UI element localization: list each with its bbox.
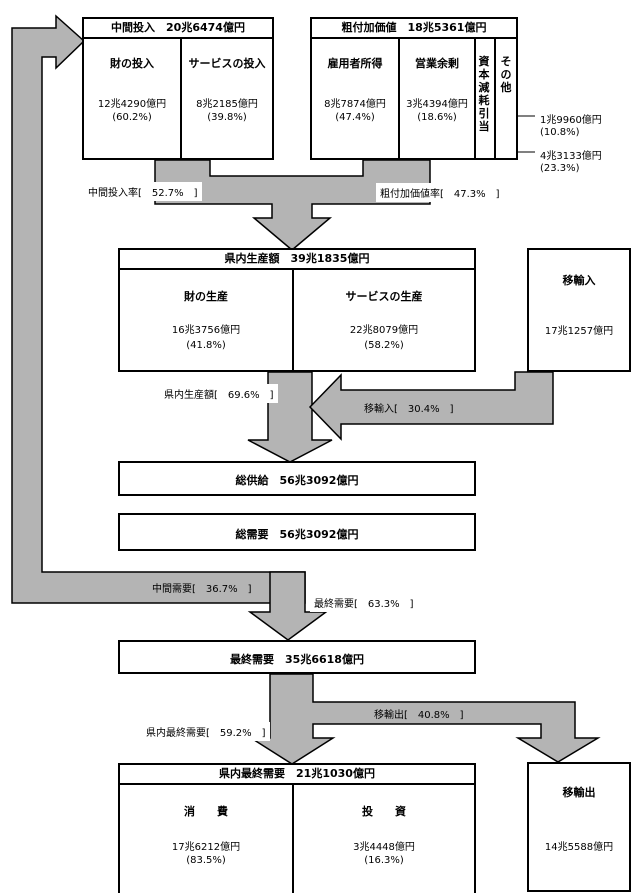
imports-to-supply-arrow bbox=[308, 371, 554, 441]
intermediate-input-box: 中間投入 20兆6474億円 財の投入 12兆4290億円 (60.2%) サー… bbox=[82, 17, 274, 160]
gross-output-title: 県内生産額 39兆1835億円 bbox=[120, 250, 474, 270]
final-demand-text: 最終需要 35兆6618億円 bbox=[230, 653, 364, 666]
imports-value: 17兆1257億円 bbox=[544, 326, 614, 337]
services-output-value: 22兆8079億円 bbox=[349, 325, 419, 336]
intermediate-demand-share: 中間需要[ 36.7% ] bbox=[152, 584, 252, 595]
final-split-arrow bbox=[248, 673, 601, 765]
goods-input-value: 12兆4290億円 bbox=[97, 99, 167, 110]
domestic-final-share-label: 県内最終需要[ 59.2% ] bbox=[142, 722, 270, 741]
total-demand-box: 総需要 56兆3092億円 bbox=[118, 513, 476, 551]
final-demand-arrow bbox=[247, 571, 329, 641]
total-supply-text: 総供給 56兆3092億円 bbox=[235, 474, 359, 487]
intermediate-input-title: 中間投入 20兆6474億円 bbox=[84, 19, 272, 39]
goods-input-column: 財の投入 12兆4290億円 (60.2%) bbox=[84, 37, 182, 158]
final-demand-share: 最終需要[ 63.3% ] bbox=[310, 593, 418, 612]
domestic-final-demand-title: 県内最終需要 21兆1030億円 bbox=[120, 765, 474, 785]
services-output-pct: (58.2%) bbox=[364, 340, 404, 351]
operating-surplus-value: 3兆4394億円 bbox=[406, 99, 468, 110]
services-output-column: サービスの生産 22兆8079億円 (58.2%) bbox=[294, 268, 474, 370]
other-pct: (23.3%) bbox=[540, 163, 580, 174]
services-input-column: サービスの投入 8兆2185億円 (39.8%) bbox=[182, 37, 272, 158]
depreciation-column: 資本減耗引当 bbox=[476, 37, 496, 158]
operating-surplus-pct: (18.6%) bbox=[417, 112, 457, 123]
operating-surplus-name: 営業余剰 bbox=[415, 57, 459, 70]
services-output-name: サービスの生産 bbox=[345, 290, 423, 303]
exports-value: 14兆5588億円 bbox=[544, 842, 614, 853]
consumption-name: 消 費 bbox=[184, 805, 228, 818]
imports-box: 移輸入 17兆1257億円 bbox=[527, 248, 631, 372]
other-value: 4兆3133億円 bbox=[540, 151, 602, 162]
exports-share-label: 移輸出[ 40.8% ] bbox=[374, 710, 464, 721]
employee-income-value: 8兆7874億円 bbox=[324, 99, 386, 110]
operating-surplus-column: 営業余剰 3兆4394億円 (18.6%) bbox=[400, 37, 476, 158]
services-input-value: 8兆2185億円 bbox=[196, 99, 258, 110]
goods-input-name: 財の投入 bbox=[110, 57, 154, 70]
goods-input-pct: (60.2%) bbox=[112, 112, 152, 123]
other-column: その他 bbox=[496, 37, 516, 158]
depreciation-name: 資本減耗引当 bbox=[478, 55, 490, 133]
gross-value-added-box: 粗付加価値 18兆5361億円 雇用者所得 8兆7874億円 (47.4%) 営… bbox=[310, 17, 518, 160]
domestic-final-demand-box: 県内最終需要 21兆1030億円 消 費 17兆6212億円 (83.5%) 投… bbox=[118, 763, 476, 893]
gross-value-added-title: 粗付加価値 18兆5361億円 bbox=[312, 19, 516, 39]
final-demand-box: 最終需要 35兆6618億円 bbox=[118, 640, 476, 674]
consumption-value: 17兆6212億円 bbox=[171, 842, 241, 853]
output-share-label: 県内生産額[ 69.6% ] bbox=[160, 384, 278, 403]
goods-output-column: 財の生産 16兆3756億円 (41.8%) bbox=[120, 268, 294, 370]
consumption-pct: (83.5%) bbox=[186, 855, 226, 866]
goods-output-value: 16兆3756億円 bbox=[171, 325, 241, 336]
services-input-pct: (39.8%) bbox=[207, 112, 247, 123]
depreciation-value: 1兆9960億円 bbox=[540, 115, 602, 126]
investment-name: 投 資 bbox=[362, 805, 406, 818]
gross-value-added-rate: 粗付加価値率[ 47.3% ] bbox=[376, 183, 504, 202]
other-name: その他 bbox=[500, 55, 512, 94]
input-merge-arrow bbox=[154, 159, 431, 251]
intermediate-demand-loop-arrow bbox=[11, 14, 306, 604]
services-input-name: サービスの投入 bbox=[188, 57, 266, 70]
exports-box: 移輸出 14兆5588億円 bbox=[527, 762, 631, 892]
investment-column: 投 資 3兆4448億円 (16.3%) bbox=[294, 783, 474, 893]
investment-value: 3兆4448億円 bbox=[353, 842, 415, 853]
exports-name: 移輸出 bbox=[562, 786, 596, 799]
depreciation-pct: (10.8%) bbox=[540, 127, 580, 138]
total-demand-text: 総需要 56兆3092億円 bbox=[235, 528, 359, 541]
imports-share-label: 移輸入[ 30.4% ] bbox=[364, 404, 454, 415]
employee-income-name: 雇用者所得 bbox=[327, 57, 383, 70]
total-supply-box: 総供給 56兆3092億円 bbox=[118, 461, 476, 496]
goods-output-name: 財の生産 bbox=[184, 290, 228, 303]
investment-pct: (16.3%) bbox=[364, 855, 404, 866]
consumption-column: 消 費 17兆6212億円 (83.5%) bbox=[120, 783, 294, 893]
employee-income-pct: (47.4%) bbox=[335, 112, 375, 123]
intermediate-input-rate: 中間投入率[ 52.7% ] bbox=[84, 182, 202, 201]
employee-income-column: 雇用者所得 8兆7874億円 (47.4%) bbox=[312, 37, 400, 158]
goods-output-pct: (41.8%) bbox=[186, 340, 226, 351]
imports-name: 移輸入 bbox=[562, 274, 596, 287]
gross-output-box: 県内生産額 39兆1835億円 財の生産 16兆3756億円 (41.8%) サ… bbox=[118, 248, 476, 372]
